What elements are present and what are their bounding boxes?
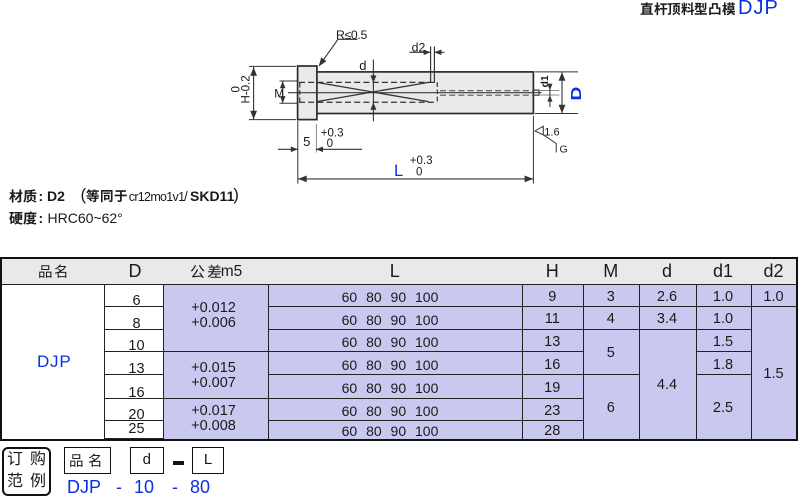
- svg-text:d2: d2: [412, 41, 426, 55]
- svg-text:D: D: [568, 87, 584, 101]
- svg-text:d: d: [359, 58, 366, 73]
- svg-text:0: 0: [327, 138, 333, 150]
- svg-text:L: L: [394, 162, 403, 180]
- svg-text:H-0.2: H-0.2: [241, 75, 253, 103]
- svg-text:1.6: 1.6: [544, 126, 559, 138]
- svg-text:G: G: [560, 144, 568, 156]
- svg-text:M: M: [274, 86, 284, 100]
- svg-text:0: 0: [230, 86, 242, 92]
- svg-text:R≤0.5: R≤0.5: [336, 28, 367, 42]
- svg-text:0: 0: [416, 167, 422, 179]
- svg-text:+0.3: +0.3: [410, 155, 433, 167]
- svg-text:5: 5: [303, 134, 310, 149]
- svg-text:+0.3: +0.3: [321, 128, 344, 140]
- svg-text:d1: d1: [539, 75, 551, 87]
